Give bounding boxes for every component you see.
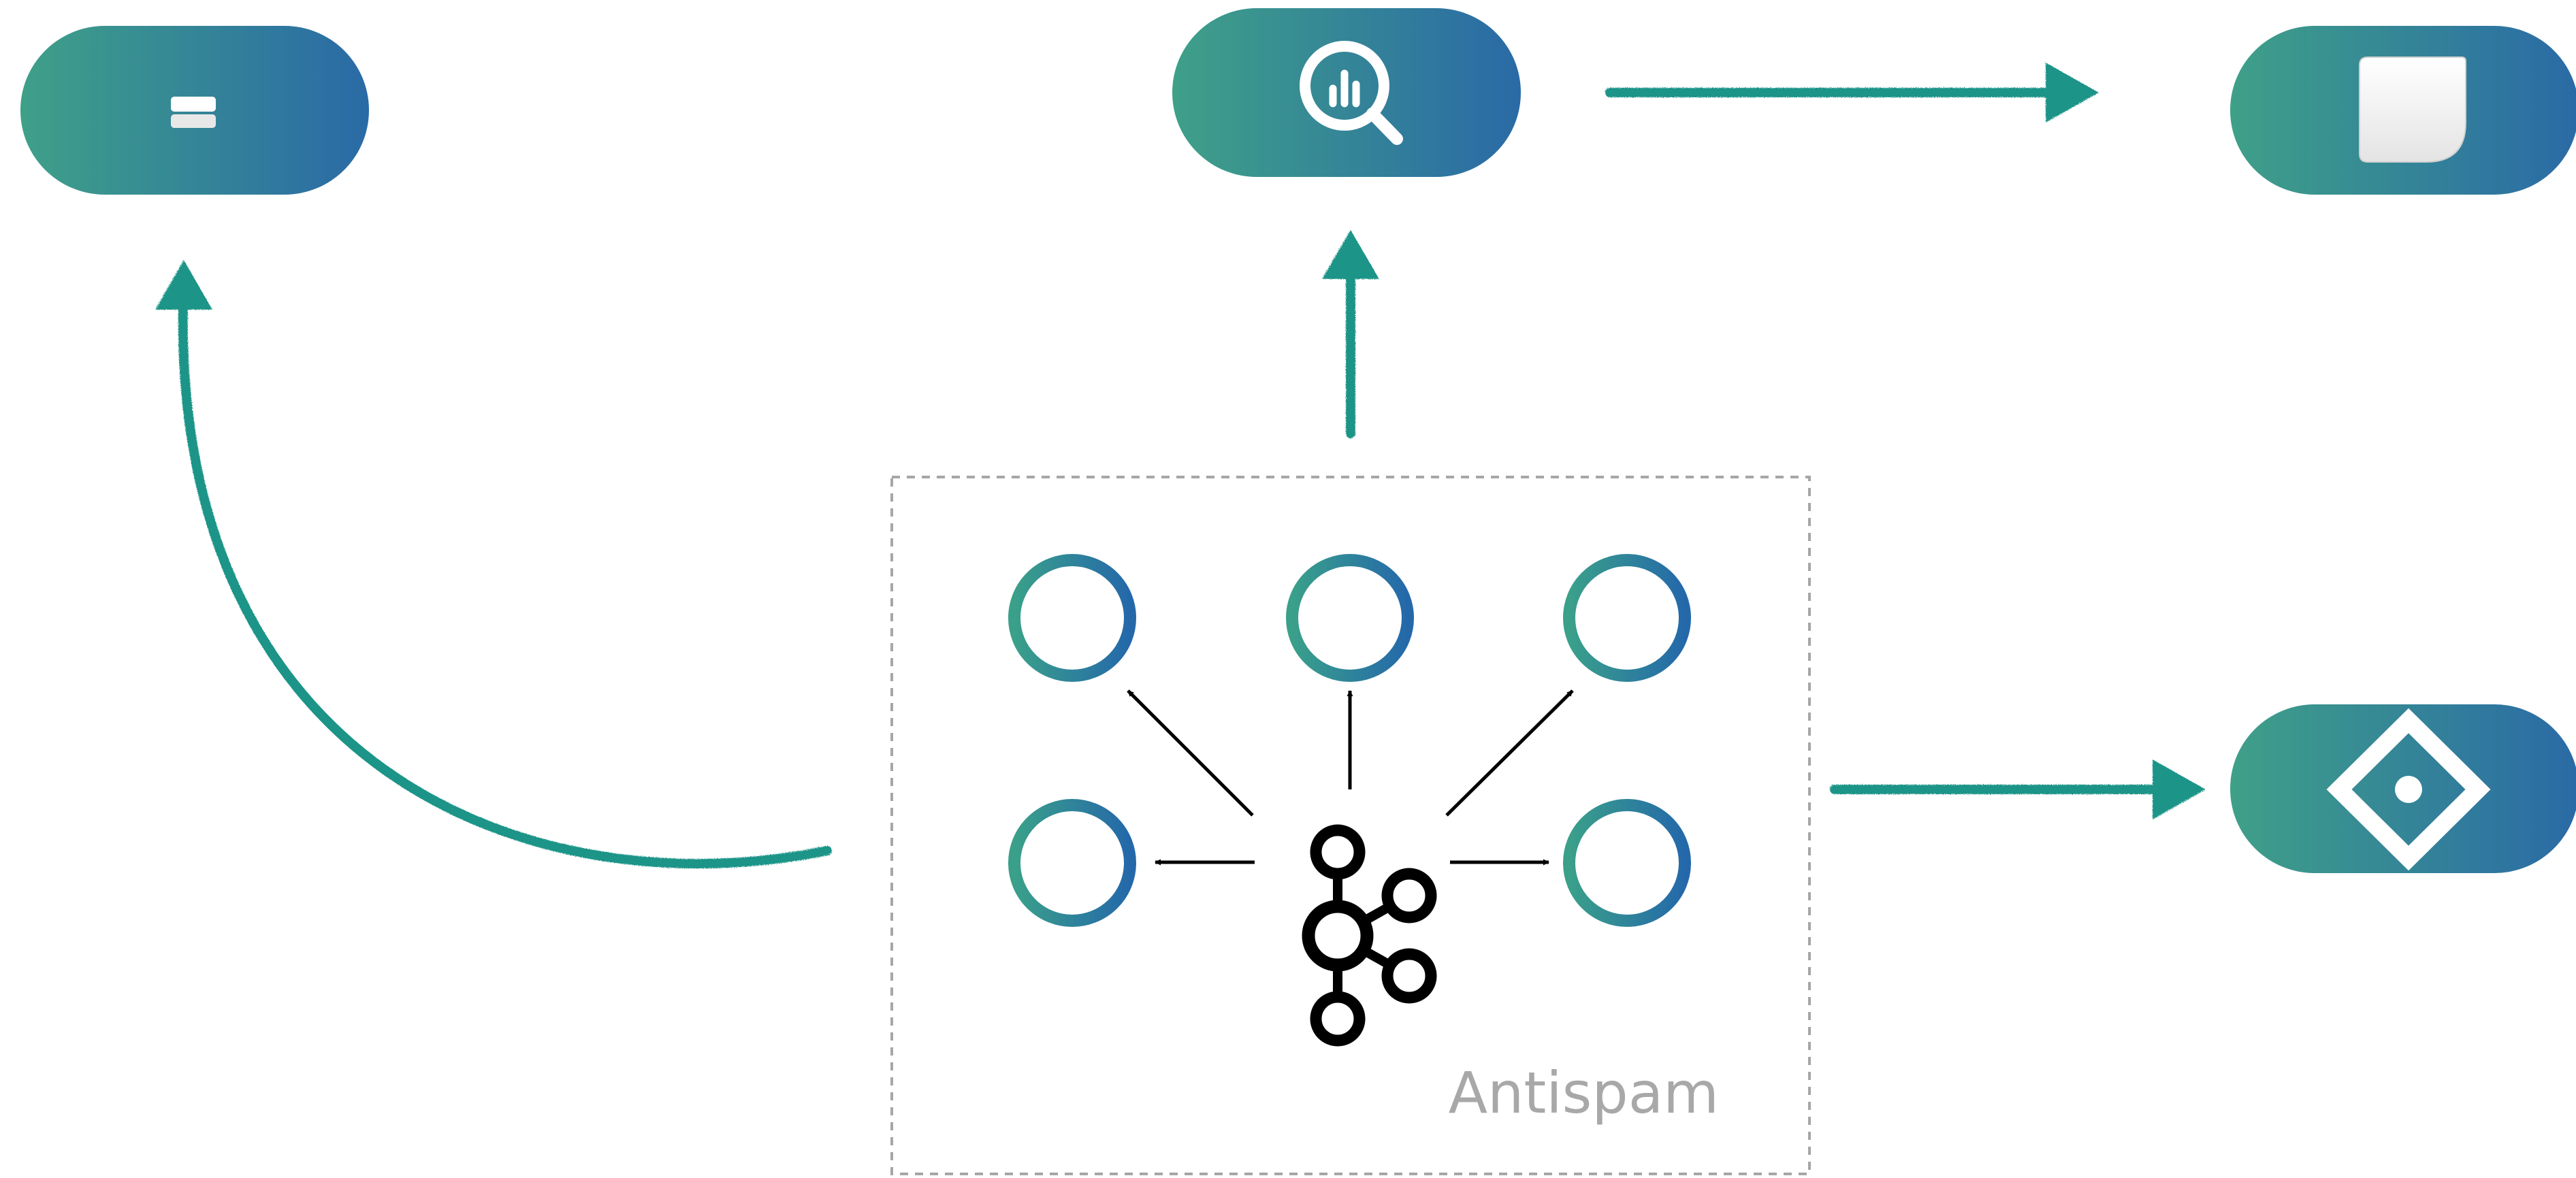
flow-arrows (155, 63, 2206, 869)
bigquery-icon (1300, 41, 1403, 145)
consumer-ring (1008, 554, 1136, 682)
fanout-arrow (1445, 689, 1574, 817)
arrow-to-analytics (1322, 230, 1379, 438)
document-icon (2359, 56, 2466, 163)
antispam-dashed-border (890, 476, 1811, 1175)
fanout-arrows (1127, 689, 1574, 866)
report-node (2230, 26, 2576, 195)
ml-node (2230, 704, 2576, 873)
consumer-ring (1008, 799, 1136, 927)
diamond-eye-icon (2326, 708, 2491, 871)
consumer-ring (1286, 554, 1414, 682)
kafka-icon (1302, 824, 1437, 1047)
database-icon (171, 97, 216, 128)
analytics-node (1172, 8, 1521, 177)
arrow-to-ml (1830, 759, 2206, 819)
fanout-arrow (1127, 689, 1254, 817)
antispam-group: Antispam (890, 476, 1811, 1175)
db-node (20, 26, 369, 195)
antispam-label: Antispam (1449, 1060, 1719, 1126)
consumer-ring (1563, 799, 1691, 927)
consumer-ring (1563, 554, 1691, 682)
arrow-to-report (1605, 63, 2099, 122)
arrow-to-db (155, 260, 832, 869)
